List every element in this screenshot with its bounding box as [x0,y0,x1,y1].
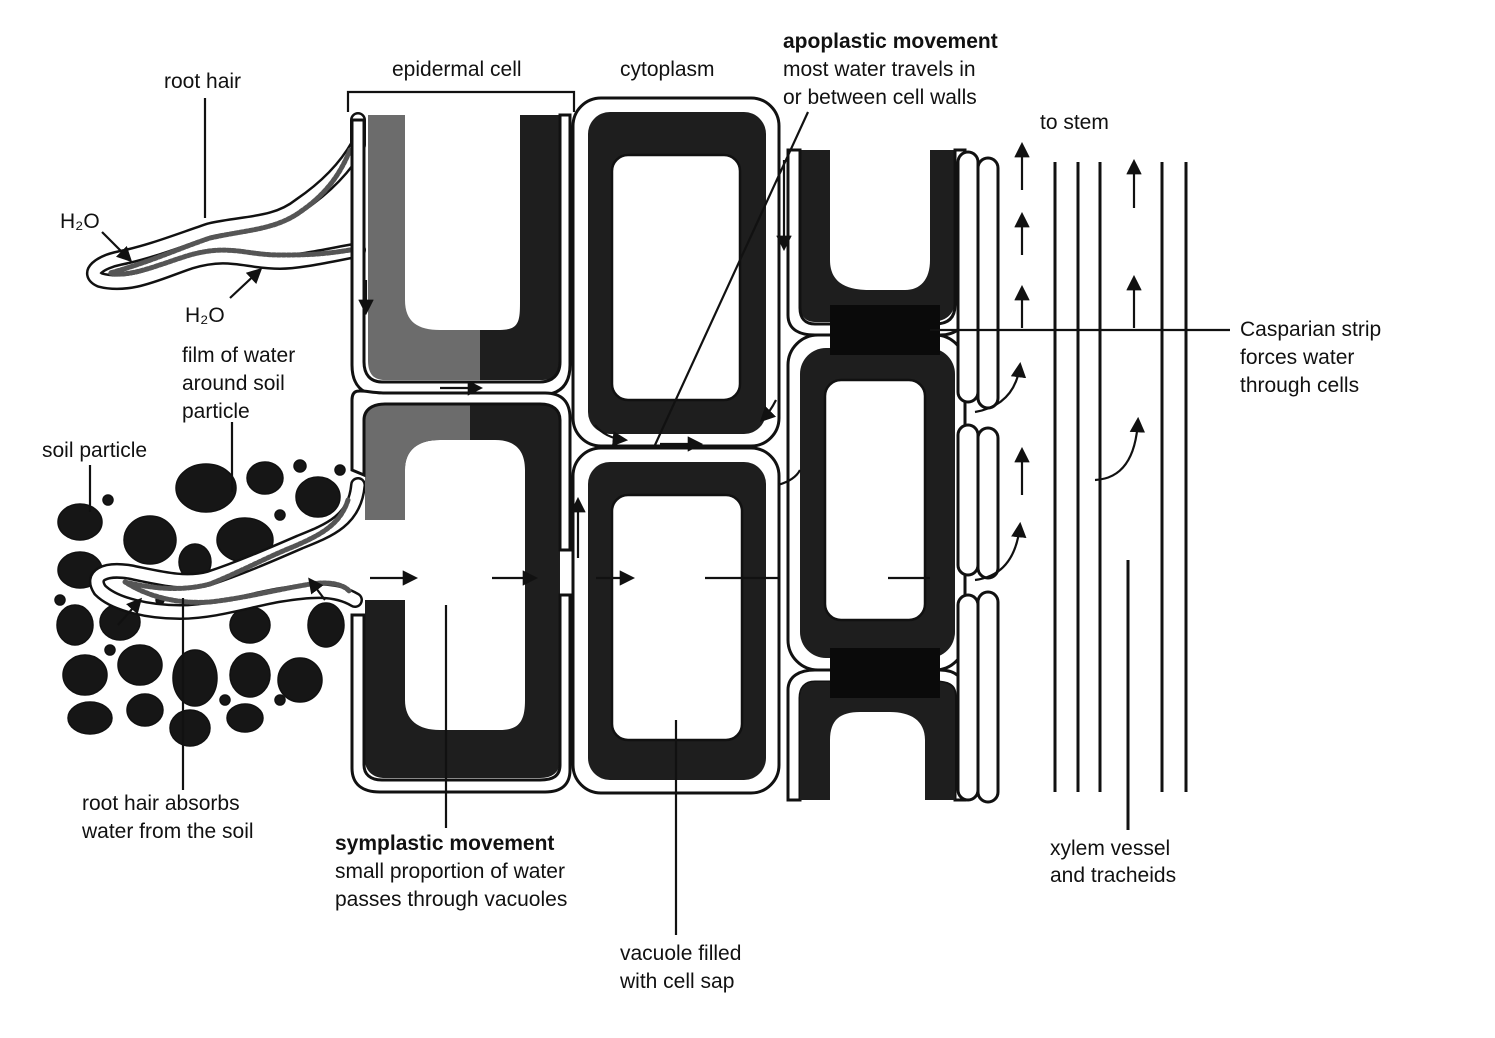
soil-grain [334,464,346,476]
label-h2o-lower: H₂O [185,304,225,327]
label-symplastic-line1: small proportion of water [335,860,565,883]
cytoplasm [800,682,955,800]
endodermis-cell-middle [786,333,967,672]
arrow [308,577,326,601]
label-apoplastic-line1: most water travels in [783,58,976,81]
soil-grain [102,494,114,506]
soil-grain [54,594,66,606]
label-apoplastic-title: apoplastic movement [783,30,998,53]
arrow [974,361,1027,414]
label-vacuole-line1: vacuole filled [620,942,741,965]
arrow [777,469,801,487]
pericycle [956,150,1000,804]
vacuole [610,493,744,742]
label-film-line1: film of water [182,344,295,367]
vacuole [610,153,742,402]
cell-wall [350,593,572,794]
cell-wall [350,389,572,552]
soil-particle [172,649,218,707]
arrow [974,521,1027,582]
label-epidermal-cell: epidermal cell [392,58,522,81]
lower-root-hair [88,477,366,620]
cytoplasm [365,402,470,520]
label-symplastic-line2: passes through vacuoles [335,888,567,911]
vacuole [823,378,927,622]
leader-lines [88,90,1230,935]
cytoplasm [800,150,955,322]
leader-line-apoplastic [654,111,809,446]
cell-wall [786,148,967,337]
leader-line-h2o [101,231,133,263]
label-film-line2: around soil [182,372,285,395]
soil-grain [104,644,116,656]
arrow [594,424,629,447]
casparian-strip [830,305,940,355]
label-film-line3: particle [182,400,250,423]
label-h2o-upper: H₂O [60,210,100,233]
epidermal-cell-upper [350,113,572,397]
pericycle-cell [976,590,1000,804]
label-absorbs-line1: root hair absorbs [82,792,240,815]
soil-grain [274,694,286,706]
soil-particle [226,703,264,733]
flow-arrows [117,141,1146,626]
arrow [117,597,143,626]
label-cytoplasm: cytoplasm [620,58,715,81]
soil-particle [229,652,271,698]
label-soil-particle: soil particle [42,439,147,462]
soil-particle [307,602,345,648]
label-vacuole-line2: with cell sap [619,970,734,993]
xylem-vessels [1053,162,1188,830]
casparian-strip [830,648,940,698]
soil-particle [246,461,284,495]
cytoplasm [480,115,565,380]
soil-grain [219,694,231,706]
arrow [1094,416,1146,482]
soil-particle [56,604,94,646]
soil-particle [123,515,177,565]
pericycle-cell [956,593,980,802]
label-xylem-line1: xylem vessel [1050,837,1170,860]
epidermal-cell-bracket [346,90,576,112]
arrow [759,399,777,423]
soil-particle [295,476,341,518]
label-casparian-line2: forces water [1240,346,1354,369]
label-casparian-line3: through cells [1240,374,1359,397]
epidermal-cell-lower [350,389,572,794]
pericycle-cell [976,426,1000,580]
soil-particle [117,644,163,686]
soil-particle [277,657,323,703]
soil-particle [62,654,108,696]
label-symplastic-title: symplastic movement [335,832,554,855]
label-xylem-line2: and tracheids [1050,864,1176,887]
label-casparian-line1: Casparian strip [1240,318,1381,341]
soil-particle [67,701,113,735]
endodermis-cell-upper [786,148,967,337]
pericycle-cell [956,423,980,577]
leader-line-h2o [229,267,263,299]
cortex-cell-upper [571,96,781,448]
label-absorbs-line2: water from the soil [81,820,254,843]
soil-grain [274,509,286,521]
soil-particle [57,503,103,541]
endodermis-cell-lower [786,668,967,802]
pericycle-cell [956,150,980,404]
soil-particle [175,463,237,513]
soil-particle [169,709,211,747]
cortex-cell-lower [571,446,781,795]
label-root-hair: root hair [164,70,241,93]
pericycle-cell [976,156,1000,410]
upper-root-hair [85,112,366,291]
labels: root hair epidermal cell cytoplasm apopl… [42,30,1381,993]
label-to-stem: to stem [1040,111,1109,134]
soil-grain [293,459,307,473]
soil-particle [126,693,164,727]
label-apoplastic-line2: or between cell walls [783,86,977,109]
